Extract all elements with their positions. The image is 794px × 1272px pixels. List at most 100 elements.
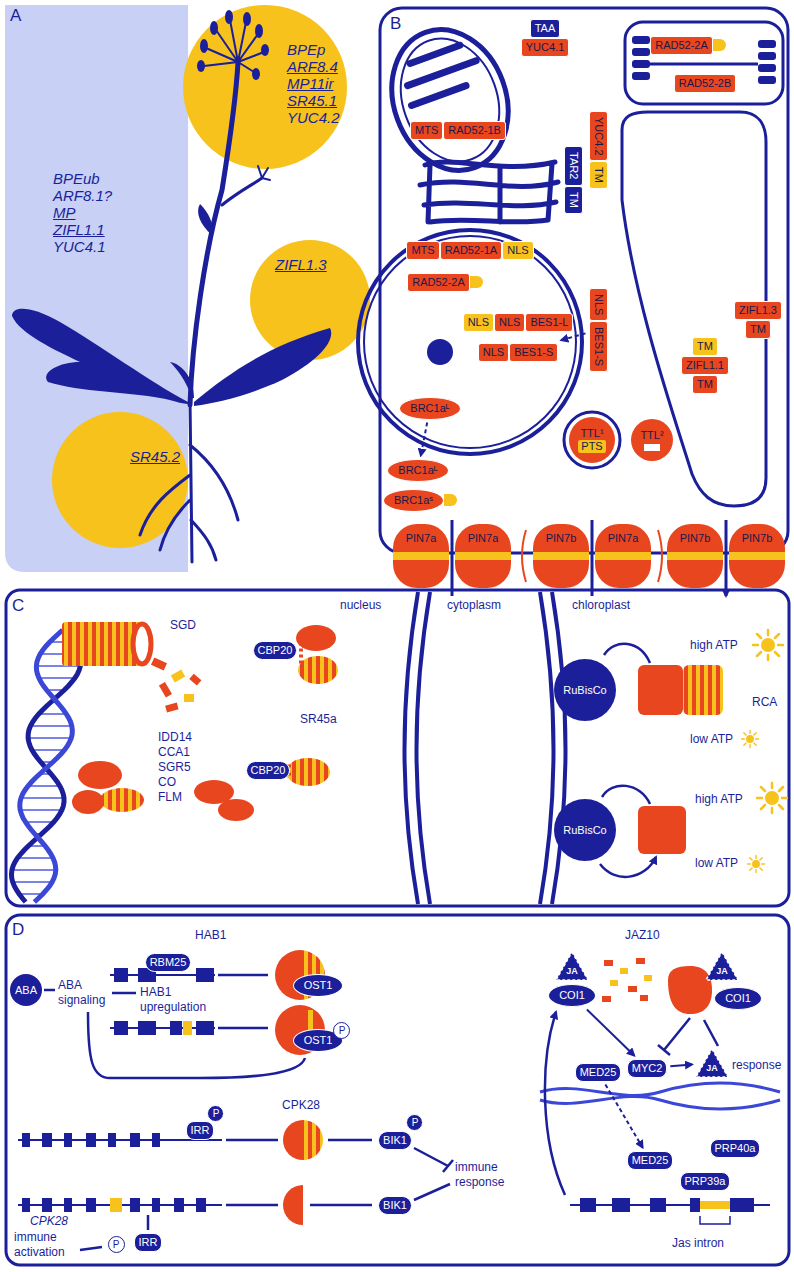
protein-box: RAD52-2B — [674, 74, 737, 93]
protein-box: OST1P — [293, 1029, 344, 1052]
protein-box: NLSBES1-S — [589, 288, 608, 373]
node-text: BIK1 — [378, 1196, 412, 1215]
protein-box: RAD52-2A — [650, 36, 726, 55]
protein-box: BRC1aˢ — [383, 489, 457, 512]
protein-box: MTSRAD52-1ANLS — [406, 241, 533, 260]
protein-box: CBP20 — [246, 761, 291, 780]
panel-d-art — [114, 1021, 128, 1035]
expression-region: SR45.2 — [52, 412, 188, 548]
node-text: RuBisCo — [563, 824, 606, 837]
panel-d-art — [130, 1198, 140, 1212]
panel-letter: A — [10, 6, 21, 26]
panel-a-art — [258, 166, 270, 180]
node-text: PIN7a — [455, 524, 511, 588]
panel-d-art — [130, 1133, 140, 1147]
node-text: COI1 — [548, 984, 596, 1007]
node-text: MTS — [410, 121, 443, 140]
node-text: TM — [589, 161, 608, 189]
panel-d-art — [196, 1021, 214, 1035]
panel-d-art — [612, 1198, 630, 1212]
protein-tail — [713, 39, 726, 51]
node-text: BIK1 — [378, 1131, 412, 1150]
protein-circle: RuBisCo — [554, 659, 616, 721]
panel-a-art — [200, 39, 208, 53]
node-text: RAD52-1B — [443, 121, 506, 140]
annotation-label: Jas intron — [672, 1236, 724, 1251]
node-text: PRP40a — [710, 1139, 761, 1158]
panel-b-art — [758, 52, 776, 60]
annotation-label: SGD — [170, 618, 196, 633]
annotation-label: CPK28 — [282, 1098, 320, 1113]
panel-d-art — [152, 1198, 160, 1212]
protein-box: YUC4.2TM — [589, 111, 608, 189]
node-text: JA — [555, 951, 589, 977]
panel-b-art — [625, 22, 783, 104]
panel-b-art — [358, 8, 788, 596]
panel-d-art — [174, 1198, 184, 1212]
panel-d-art — [610, 980, 618, 986]
node-text: RAD52-2A — [407, 273, 470, 292]
node-text: BPEp — [287, 41, 347, 58]
node-text: CBP20 — [246, 761, 291, 780]
node-text: IRR — [186, 1121, 215, 1140]
panel-b-art — [358, 230, 582, 454]
node-text: MYC2 — [627, 1059, 668, 1078]
node-text: MP11ir — [287, 75, 347, 92]
node-text: TAR2 — [564, 146, 583, 185]
protein-circle: TTL¹PTS — [569, 417, 615, 463]
panel-d-art — [22, 1133, 30, 1147]
panel-a-art — [252, 68, 260, 80]
panel-c-art — [62, 622, 142, 666]
panel-d-art — [602, 958, 652, 1002]
node-text: ZIFL1.3 — [275, 256, 370, 273]
panel-c-art — [171, 670, 185, 683]
ligand-shape — [696, 1049, 728, 1077]
protein-box: MTSRAD52-1B — [410, 121, 506, 140]
expression-region: ZIFL1.3 — [250, 240, 370, 360]
panel-a-art — [210, 21, 218, 35]
node-text: PRP39a — [680, 1172, 731, 1191]
panel-b-art — [564, 412, 620, 468]
panel-c-art — [165, 703, 178, 713]
ligand-triangle: JA — [555, 951, 589, 981]
protein-circle: P — [406, 1114, 423, 1131]
node-text: PIN7b — [533, 524, 589, 588]
node-text: TM — [745, 320, 771, 339]
node-text: SR45.2 — [130, 448, 188, 465]
protein-box: PRP40a — [710, 1139, 761, 1158]
panel-c-art — [748, 856, 765, 873]
node-text: BES1-L — [525, 313, 573, 332]
node-text: NLS — [589, 288, 608, 321]
annotation-label: CO — [158, 775, 176, 790]
node-text: PIN7b — [667, 524, 723, 588]
node-text: P — [113, 1239, 120, 1250]
panel-a-art — [5, 5, 370, 572]
node-text: YUC4.1 — [521, 38, 570, 57]
protein-box: PIN7aPIN7a — [390, 524, 514, 588]
panel-a-art — [12, 309, 188, 404]
protein-box: RBM25 — [145, 953, 192, 972]
protein-box: BRC1aᴸ — [387, 459, 448, 482]
node-text: ARF8.4 — [287, 58, 347, 75]
node-text: YUC4.2 — [589, 111, 608, 162]
node-text: NLS — [502, 241, 533, 260]
panel-a-art — [140, 20, 270, 562]
node-text: ZIFL1.1 — [681, 356, 729, 375]
node-text: P — [339, 1025, 346, 1036]
panel-c-art — [12, 630, 81, 902]
panel-c-art — [638, 665, 683, 715]
panel-b-art — [632, 36, 650, 44]
connector-arrow — [421, 423, 427, 456]
node-text: BRC1aˢ — [383, 489, 444, 512]
panel-d-art — [604, 960, 613, 966]
panel-a-art — [183, 5, 347, 169]
ligand-triangle: JA — [705, 951, 739, 981]
protein-circle: P — [108, 1236, 125, 1253]
panel-d-art — [580, 1198, 596, 1212]
panel-a-art — [261, 44, 269, 56]
panel-c-art — [100, 788, 144, 812]
annotation-label: JAZ10 — [625, 928, 660, 943]
protein-box: BIK1P — [378, 1131, 412, 1150]
panel-d-art — [42, 1198, 52, 1212]
protein-box: IRR — [134, 1233, 163, 1252]
